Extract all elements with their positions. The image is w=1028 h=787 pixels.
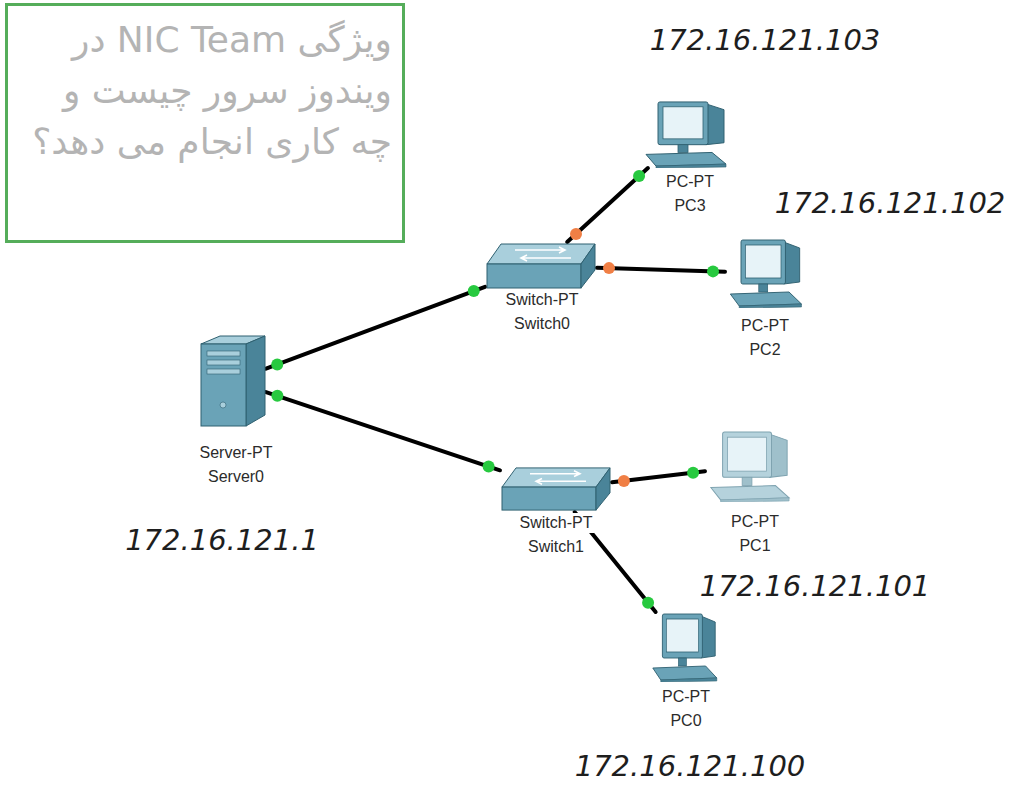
pc-node: PC-PTPC3172.16.121.103 <box>640 100 730 168</box>
network-link <box>597 262 725 277</box>
server-icon <box>200 335 266 427</box>
device-name: PC0 <box>668 711 703 731</box>
device-name: PC2 <box>747 340 782 360</box>
server-node: Server-PTServer0172.16.121.1 <box>200 335 266 427</box>
ip-address: 172.16.121.100 <box>572 749 809 783</box>
network-link <box>266 390 500 473</box>
link-status-dot <box>618 475 630 487</box>
network-link <box>567 168 648 242</box>
device-model: PC-PT <box>664 172 716 192</box>
ip-address: 172.16.121.101 <box>697 569 934 603</box>
device-name: PC3 <box>672 196 707 216</box>
pc-icon <box>725 238 805 308</box>
device-name: PC1 <box>737 536 772 556</box>
link-status-dot <box>570 228 582 240</box>
device-model: PC-PT <box>739 316 791 336</box>
pc-icon <box>705 430 793 502</box>
link-status-dot <box>707 265 719 277</box>
switch-node: Switch-PTSwitch1 <box>500 466 612 512</box>
device-model: Switch-PT <box>504 290 581 310</box>
device-model: Server-PT <box>198 443 275 463</box>
link-line <box>266 392 500 470</box>
link-line <box>597 268 725 272</box>
pc-node: PC-PTPC0172.16.121.100 <box>648 612 720 682</box>
link-status-dot <box>687 467 699 479</box>
ip-address: 172.16.121.103 <box>647 23 884 57</box>
device-name: Server0 <box>206 467 266 487</box>
device-name: Switch0 <box>512 314 572 334</box>
device-model: PC-PT <box>729 512 781 532</box>
pc-node: PC-PTPC1172.16.121.101 <box>705 430 793 502</box>
switch-node: Switch-PTSwitch0 <box>485 242 597 290</box>
pc-node: PC-PTPC2172.16.121.102 <box>725 238 805 308</box>
link-status-dot <box>468 285 480 297</box>
pc-icon <box>648 612 720 682</box>
link-status-dot <box>633 170 645 182</box>
device-model: PC-PT <box>660 687 712 707</box>
title-box: ویژگی NIC Team در ویندوز سرور چیست و چه … <box>5 3 405 243</box>
device-model: Switch-PT <box>518 513 595 533</box>
ip-address: 172.16.121.102 <box>772 186 1009 220</box>
network-link <box>266 285 485 370</box>
link-status-dot <box>483 460 495 472</box>
switch-icon <box>485 242 597 290</box>
switch-icon <box>500 466 612 512</box>
link-status-dot <box>271 358 283 370</box>
title-text: ویژگی NIC Team در ویندوز سرور چیست و چه … <box>18 14 392 167</box>
link-line <box>266 287 485 369</box>
link-status-dot <box>271 390 283 402</box>
network-link <box>612 467 705 487</box>
link-status-dot <box>642 597 654 609</box>
link-status-dot <box>603 262 615 274</box>
pc-icon <box>640 100 730 168</box>
device-name: Switch1 <box>526 537 586 557</box>
link-line <box>567 168 648 242</box>
ip-address: 172.16.121.1 <box>122 523 322 557</box>
